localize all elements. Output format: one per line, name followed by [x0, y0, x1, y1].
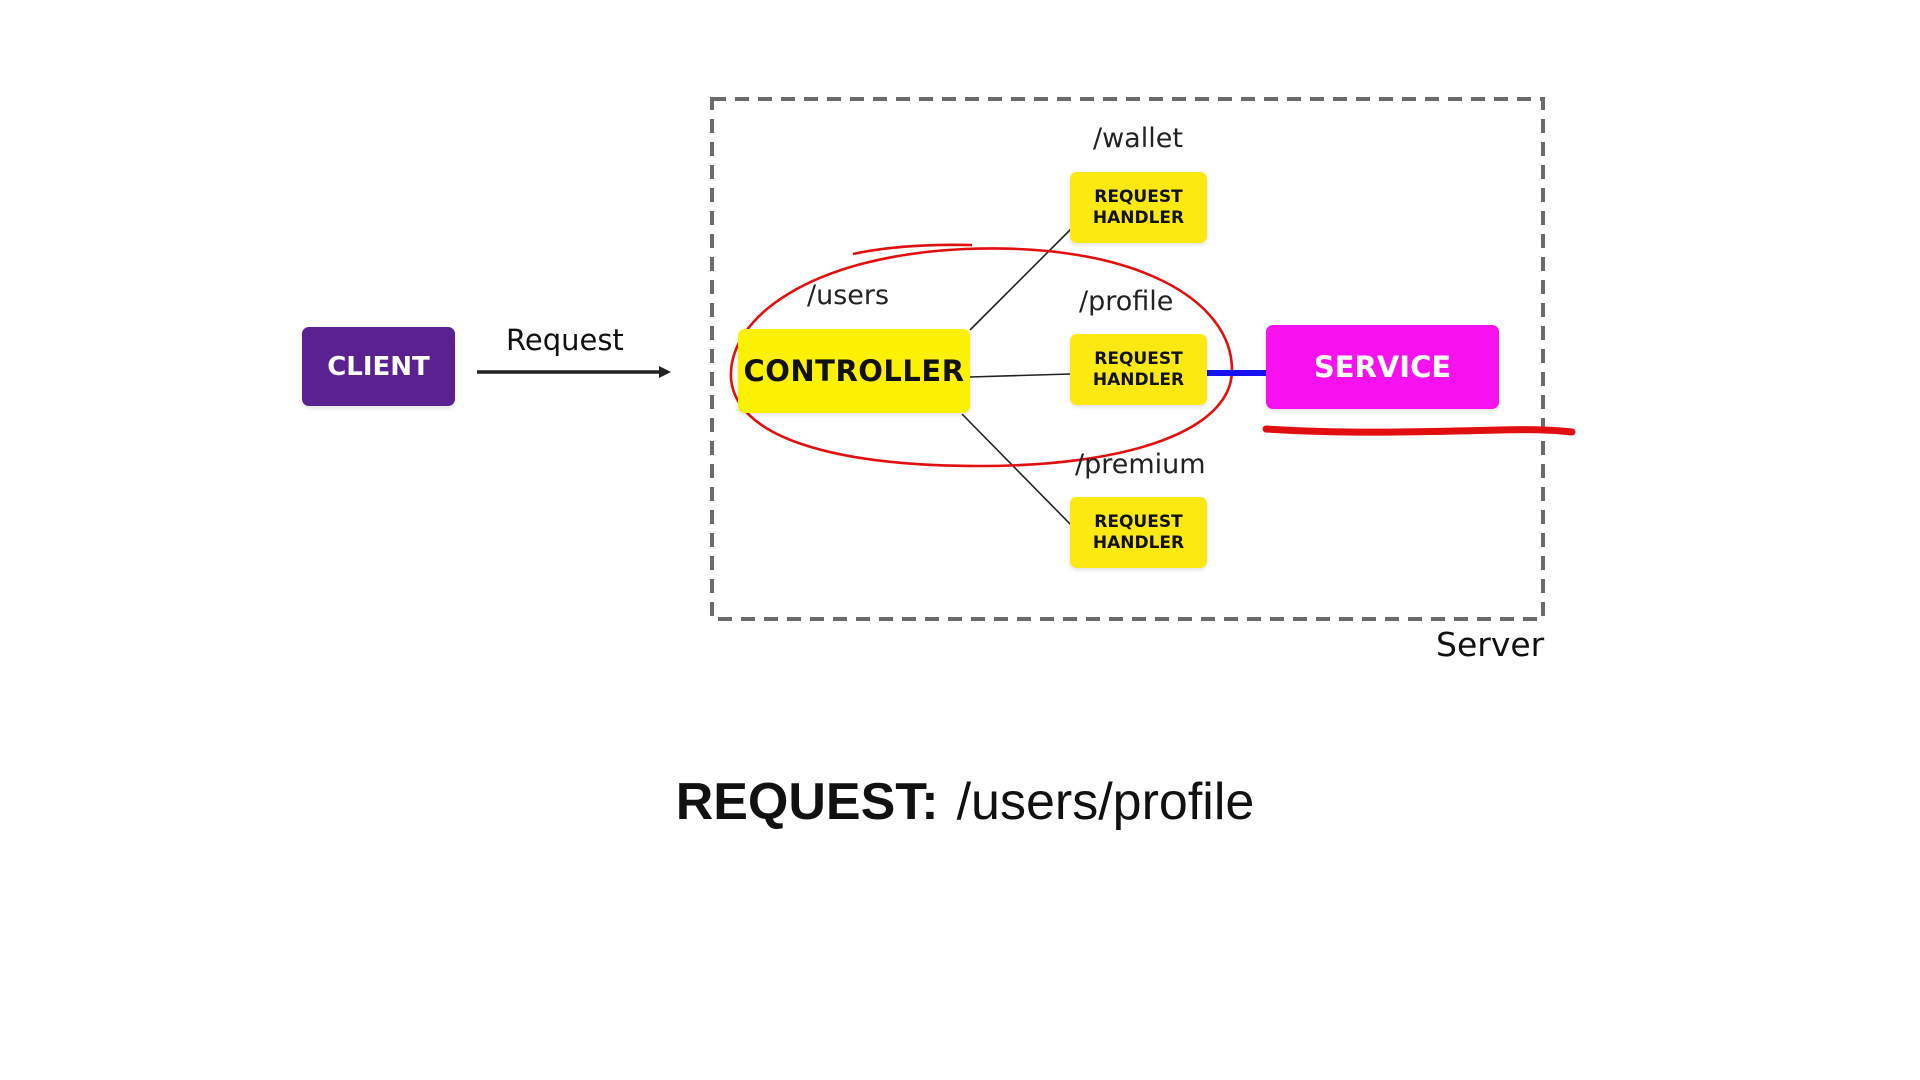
- request-handler-premium: REQUEST HANDLER: [1070, 497, 1207, 568]
- request-handler-wallet: REQUEST HANDLER: [1070, 172, 1207, 243]
- connector-wallet: [969, 225, 1075, 331]
- request-handler-profile: REQUEST HANDLER: [1070, 334, 1207, 405]
- request-caption-value: /users/profile: [956, 773, 1255, 831]
- controller-label: CONTROLLER: [743, 354, 965, 388]
- client-label: CLIENT: [327, 351, 430, 382]
- handler-label-wallet: REQUEST HANDLER: [1092, 186, 1185, 228]
- request-arrow-label: Request: [506, 323, 624, 357]
- annotation-ellipse-tail: [852, 243, 973, 256]
- client-box: CLIENT: [302, 327, 455, 406]
- route-profile: /profile: [1079, 286, 1174, 317]
- controller-box: CONTROLLER: [738, 329, 970, 413]
- server-label: Server: [1436, 625, 1545, 664]
- request-caption-key: REQUEST:: [675, 773, 939, 831]
- route-premium: /premium: [1075, 449, 1206, 480]
- connector-premium: [961, 413, 1075, 529]
- connector-profile: [969, 373, 1071, 378]
- server-boundary: [710, 97, 1545, 621]
- handler-label-profile: REQUEST HANDLER: [1092, 348, 1185, 390]
- handler-label-premium: REQUEST HANDLER: [1092, 511, 1185, 553]
- request-caption: REQUEST: /users/profile: [0, 772, 1920, 832]
- service-label: SERVICE: [1313, 350, 1452, 384]
- annotation-ellipse: [729, 247, 1234, 468]
- annotation-underline: [1262, 425, 1576, 436]
- route-wallet: /wallet: [1093, 123, 1183, 154]
- service-box: SERVICE: [1266, 325, 1499, 409]
- route-users: /users: [807, 280, 890, 311]
